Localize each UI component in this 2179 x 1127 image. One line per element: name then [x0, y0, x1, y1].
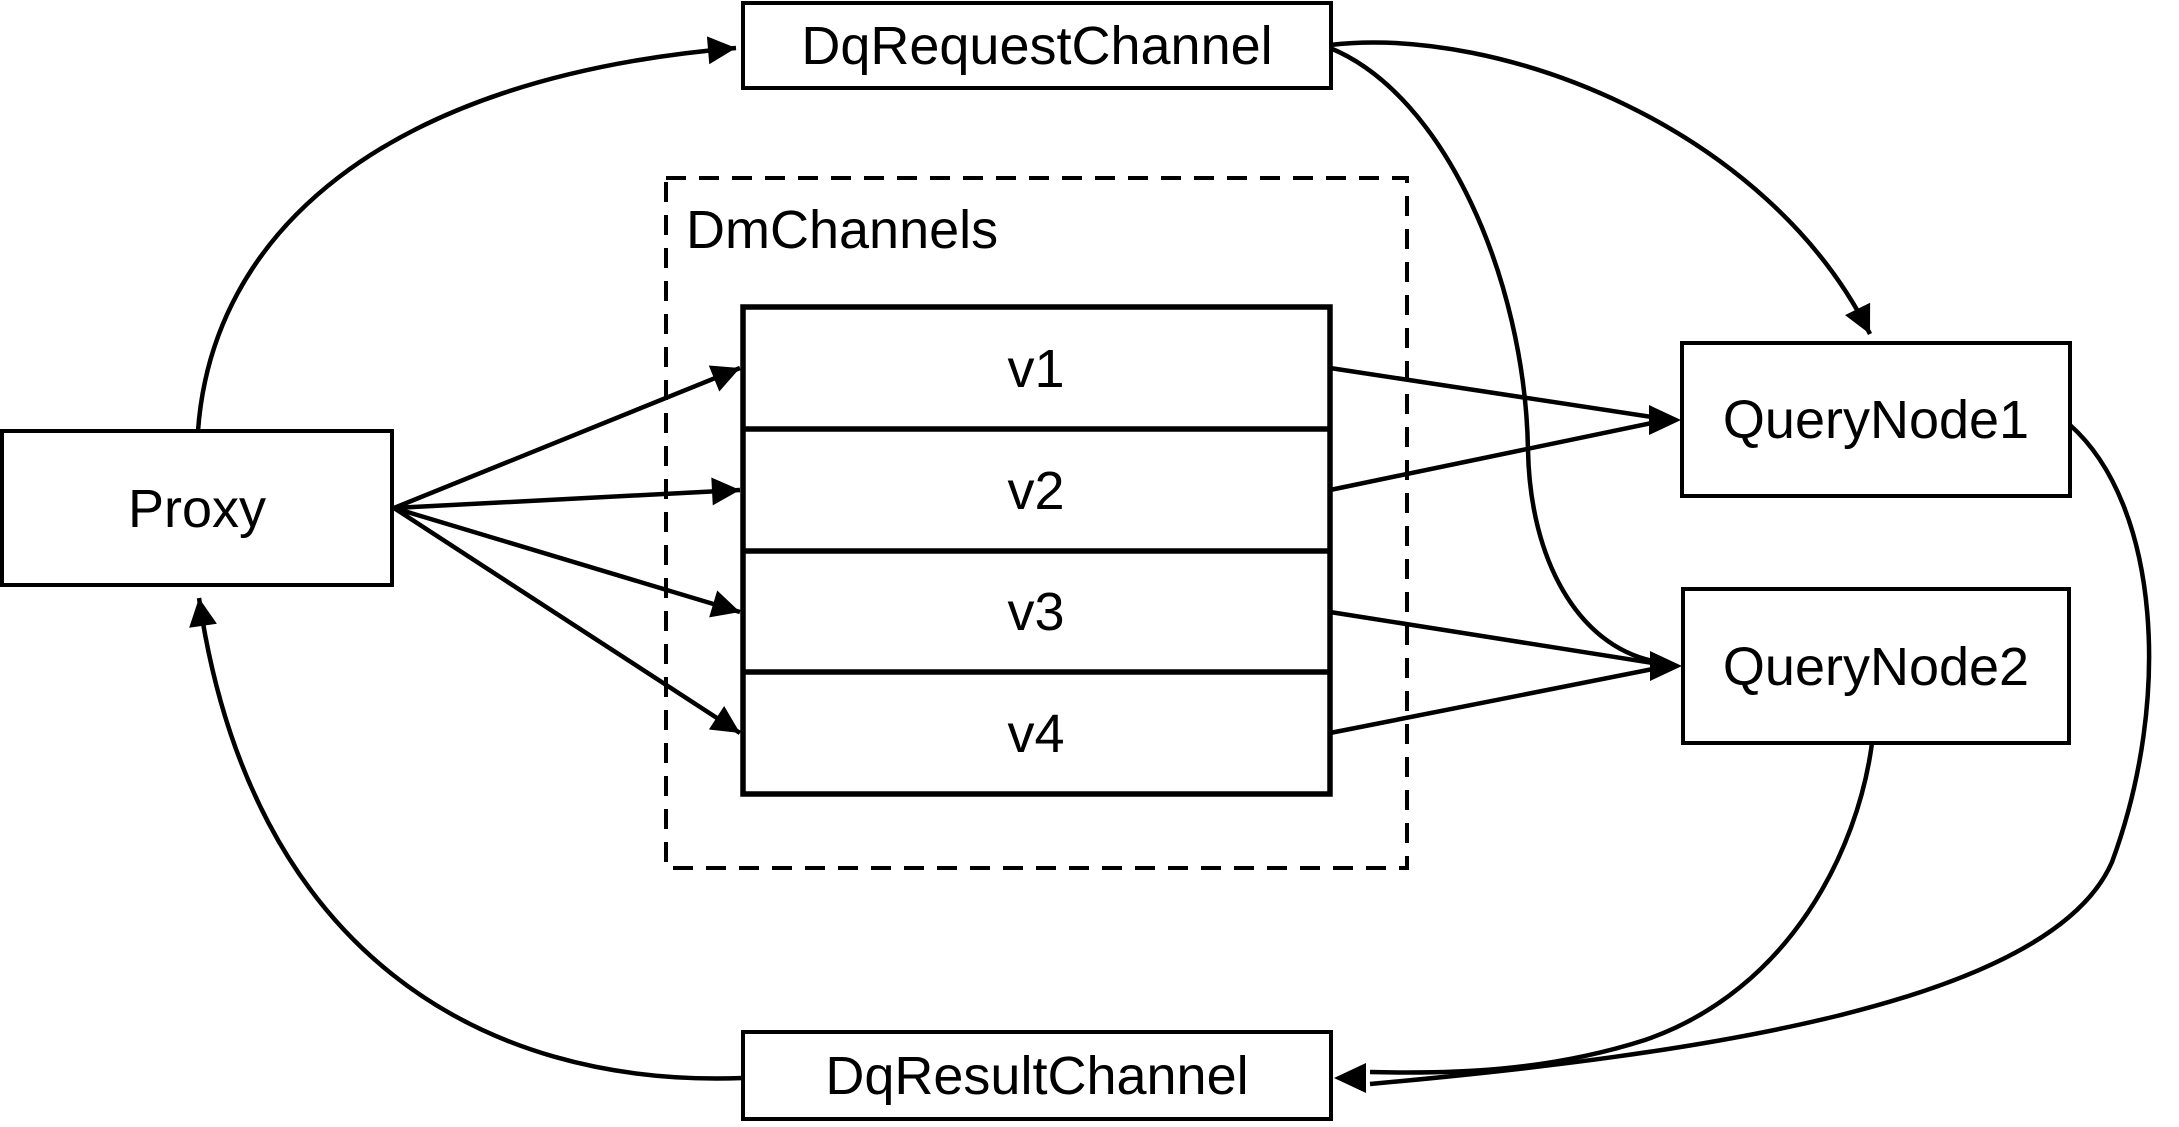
- arrow-dqrequestchannel-to-querynode1: [1329, 40, 1873, 336]
- arrow-querynode2-to-dqresultchannel: [1369, 742, 1875, 1075]
- proxy-label: Proxy: [128, 479, 266, 539]
- arrow-dqrequestchannel-to-querynode2: [1329, 45, 1654, 664]
- arrow-dqresultchannel-to-proxy: [189, 597, 744, 1081]
- dqrequestchannel-label: DqRequestChannel: [801, 16, 1272, 76]
- dqresultchannel-label: DqResultChannel: [825, 1046, 1248, 1106]
- arrow-proxy-to-dqrequestchannel: [195, 36, 737, 432]
- arrow-v3-to-querynode2: [1329, 609, 1654, 666]
- arrow-v2-to-querynode1: [1329, 420, 1653, 493]
- arrow-proxy-to-v3: [393, 505, 741, 618]
- querynode2-label: QueryNode2: [1723, 637, 2029, 697]
- arrow-v1-to-querynode1: [1329, 365, 1653, 420]
- arrow-proxy-to-v2: [393, 477, 741, 511]
- dqrequestchannel-node: [741, 1, 1333, 90]
- querynode1-node: [1680, 341, 2072, 498]
- proxy-node: [0, 429, 394, 587]
- channel-v3-label: v3: [1007, 582, 1064, 642]
- arrowhead-dqresultchannel: [1334, 1063, 1366, 1093]
- querynode2-node: [1681, 587, 2071, 745]
- dmchannels-group: [664, 176, 1409, 870]
- arrow-querynode1-to-dqresultchannel: [1369, 423, 2152, 1087]
- arrow-v4-to-querynode2: [1329, 666, 1654, 736]
- channel-v1-label: v1: [1007, 339, 1064, 399]
- dmchannels-label: DmChannels: [686, 200, 998, 260]
- arrowhead-querynode1: [1649, 405, 1681, 435]
- dqresultchannel-node: [741, 1030, 1333, 1121]
- channel-v2-label: v2: [1007, 461, 1064, 521]
- arrow-proxy-to-v1: [393, 365, 741, 511]
- channel-v4-label: v4: [1007, 704, 1064, 764]
- arrow-proxy-to-v4: [392, 506, 742, 735]
- querynode1-label: QueryNode1: [1723, 390, 2029, 450]
- arrowhead-querynode2: [1650, 651, 1682, 681]
